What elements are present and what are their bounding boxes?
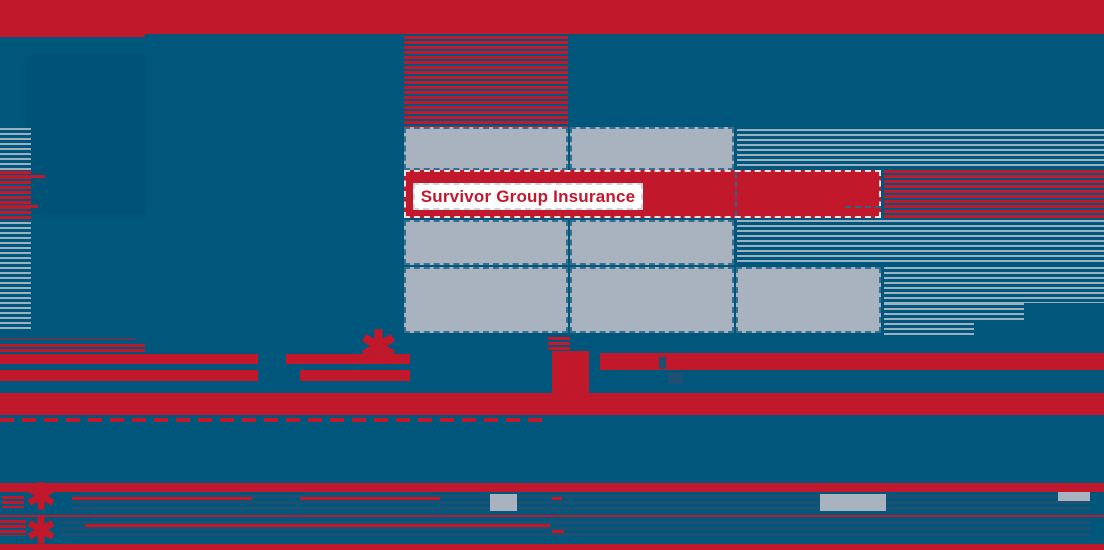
top-banner-edge xyxy=(0,34,145,37)
left-rail-wide-line-2 xyxy=(0,205,38,208)
top-banner xyxy=(0,0,1104,34)
headline-side-fragment xyxy=(548,337,570,350)
table-cell-r2c2[interactable] xyxy=(570,220,734,265)
headline-line2-b xyxy=(300,370,410,381)
left-rail-text-lower xyxy=(0,222,31,332)
star-burst-icon-2[interactable]: ✱ xyxy=(26,510,57,550)
left-rail-text-highlight xyxy=(0,171,31,219)
table-cell-r3c2[interactable] xyxy=(570,267,734,333)
footer-chip-1[interactable] xyxy=(490,494,517,511)
table-cell-r3c1[interactable] xyxy=(404,267,568,333)
headline-eyebrow-line xyxy=(0,338,135,340)
table-cell-r1c1[interactable] xyxy=(404,127,568,170)
table-cell-r1c2[interactable] xyxy=(570,127,734,170)
paragraph-text-4 xyxy=(884,303,1024,323)
asterisk-star-icon: ✱ xyxy=(360,323,397,372)
headline-small-line-2 xyxy=(0,349,145,352)
headline-glyph-1 xyxy=(659,357,666,369)
headline-line1-b xyxy=(286,354,410,364)
footer-divider xyxy=(0,515,1104,517)
nav-link-list[interactable] xyxy=(404,36,568,127)
highlight-label[interactable]: Survivor Group Insurance xyxy=(413,183,643,210)
footer-link-red-5 xyxy=(552,530,564,533)
footer-link-red-4 xyxy=(85,524,550,527)
cta-band xyxy=(0,483,1104,492)
footer-left-fragment-1 xyxy=(2,496,24,508)
footer-link-red-1 xyxy=(72,497,252,500)
left-rail-text-upper xyxy=(0,128,31,170)
paragraph-text-2 xyxy=(737,220,1104,265)
footer-link-red-2 xyxy=(300,497,440,500)
hero-image-placeholder xyxy=(28,55,145,215)
highlight-underline-dashes xyxy=(845,206,881,208)
footer-left-fragment-2 xyxy=(0,520,26,536)
highlight-divider-dashes xyxy=(735,172,737,216)
headline-right-line1 xyxy=(600,353,1104,370)
footer-link-red-3 xyxy=(552,497,562,500)
table-cell-r2c1[interactable] xyxy=(404,220,568,265)
headline-descenders xyxy=(0,418,548,422)
table-cell-r3c3[interactable] xyxy=(736,267,881,333)
headline-glyph-2 xyxy=(668,373,683,384)
paragraph-text-3 xyxy=(884,267,1104,303)
bottom-bar xyxy=(0,544,1104,550)
paragraph-text-5 xyxy=(884,323,974,335)
footer-chip-3[interactable] xyxy=(1058,492,1090,501)
headline-small-line-1 xyxy=(0,344,145,347)
left-rail-wide-line-1 xyxy=(0,175,45,178)
footer-chip-2[interactable] xyxy=(820,494,886,511)
headline-line3 xyxy=(0,393,1104,415)
paragraph-text-highlight xyxy=(884,170,1104,218)
paragraph-text-1 xyxy=(737,129,1104,169)
star-burst-icon[interactable]: ✱ xyxy=(26,476,57,517)
headline-line2-a xyxy=(0,370,258,381)
headline-line1-a xyxy=(0,354,258,364)
